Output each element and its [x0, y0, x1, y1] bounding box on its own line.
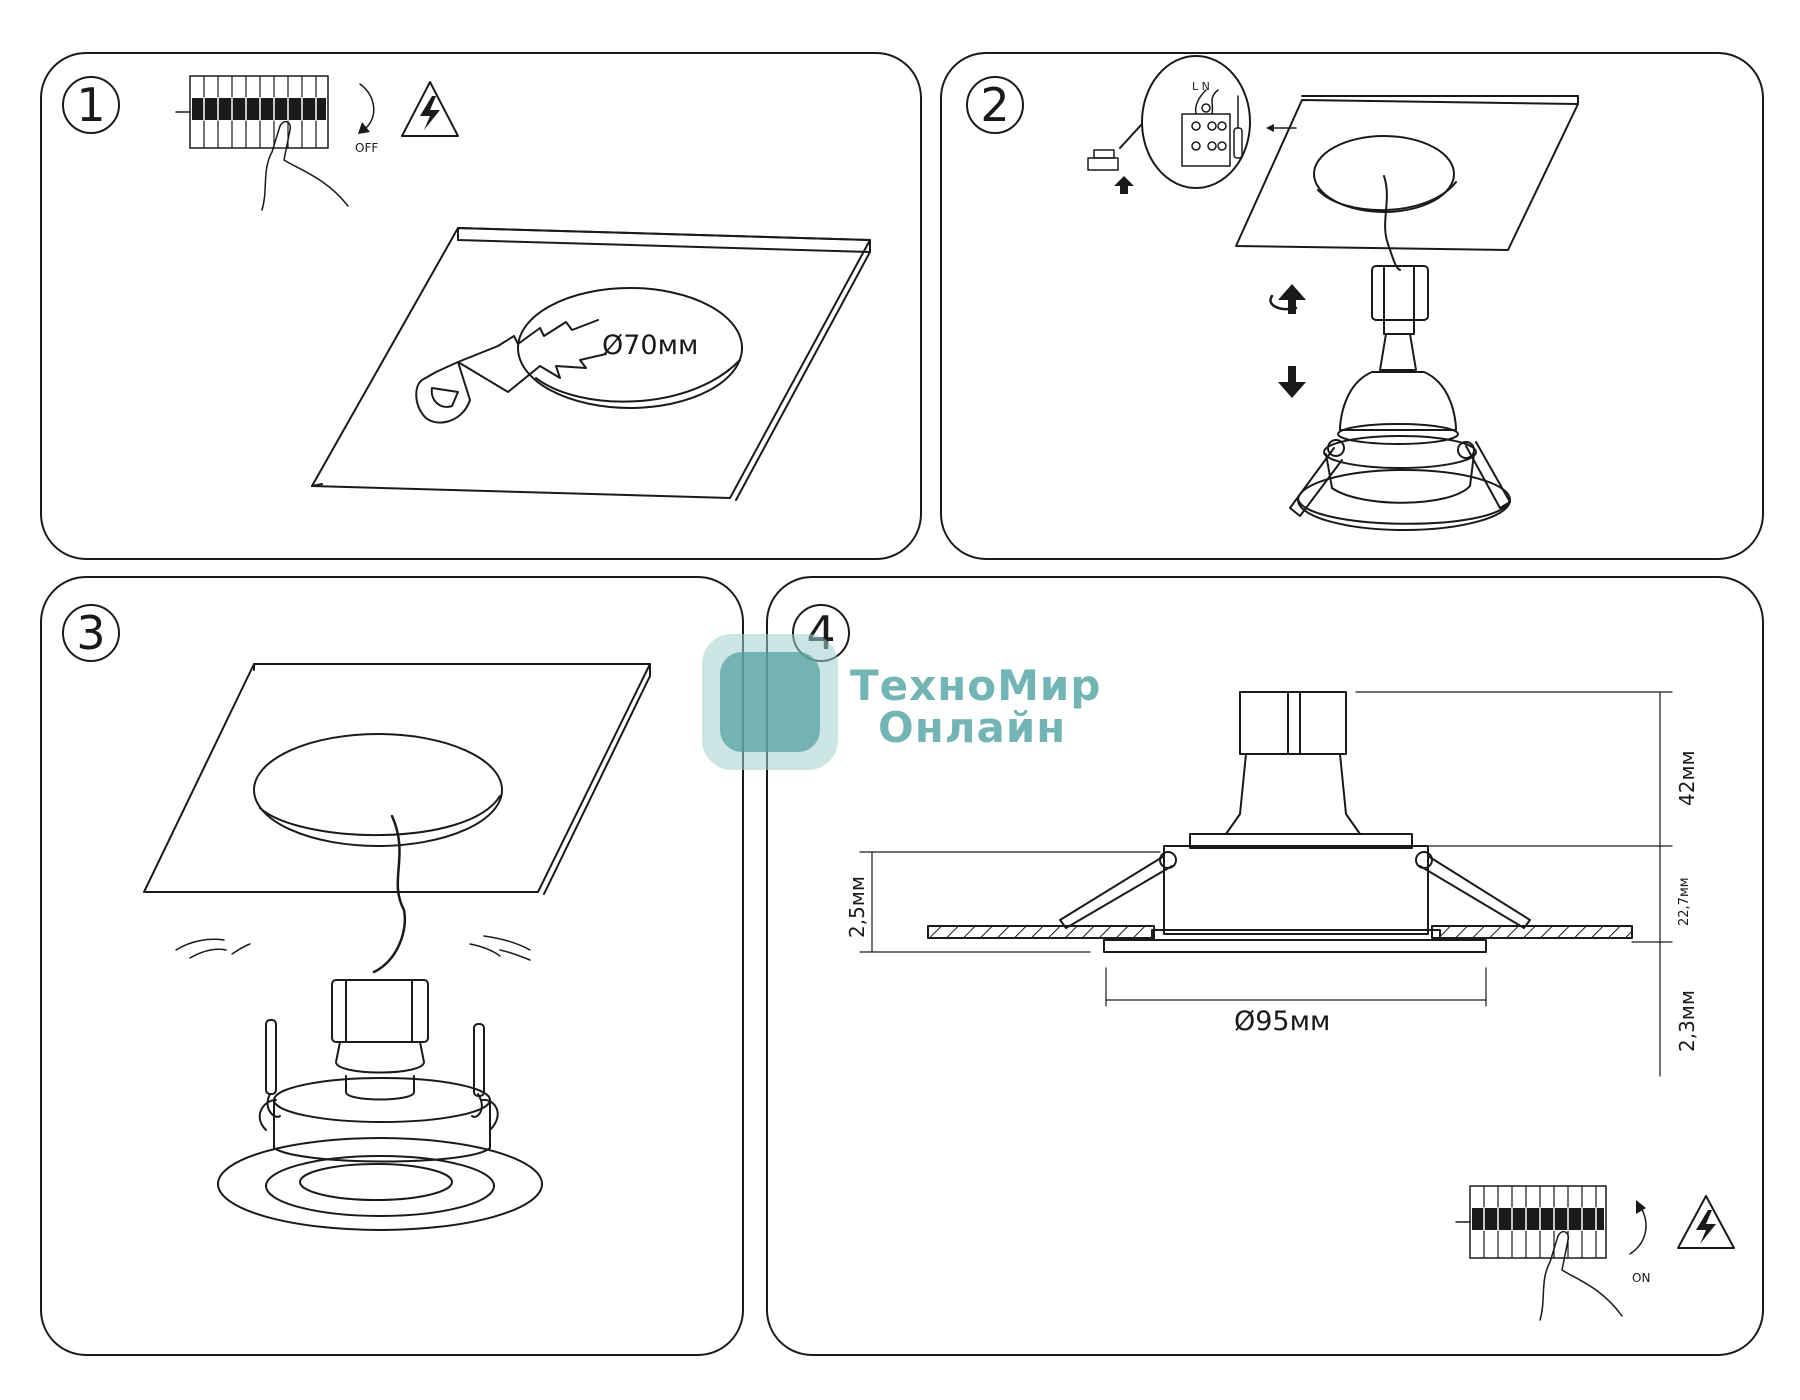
- rotate-arrow-icon: [359, 83, 375, 129]
- connector-cap: [1371, 265, 1429, 335]
- switch-off-label: OFF: [355, 141, 378, 155]
- switch-on-label: ON: [1632, 1271, 1650, 1285]
- saw-icon: [415, 319, 607, 424]
- high-voltage-warning-icon: [401, 81, 459, 137]
- watermark-line-2: Онлайн: [878, 703, 1067, 752]
- step-panel-2: [940, 52, 1764, 560]
- cut-diameter-label: Ø70мм: [602, 330, 698, 361]
- hand-icon: [1539, 1230, 1623, 1321]
- arrow-up-icon: [1114, 176, 1134, 194]
- terminal-block-icon: [1181, 89, 1231, 167]
- circuit-breaker-icon: [1455, 1185, 1607, 1259]
- terminal-labels: L N: [1192, 80, 1210, 93]
- rotate-arrow-icon: [1269, 284, 1306, 314]
- step-number-2: 2: [966, 76, 1024, 134]
- dim-ring-label: 2,5мм: [845, 876, 869, 938]
- rotate-arrow-icon: [1629, 1205, 1647, 1255]
- dim-diameter-label: Ø95мм: [1234, 1006, 1330, 1037]
- high-voltage-warning-icon: [1677, 1195, 1735, 1249]
- wiring-detail: L N: [1087, 55, 1297, 194]
- ceiling-plate: [311, 227, 871, 501]
- cut-hole: [517, 287, 743, 409]
- step-number-3: 3: [62, 604, 120, 662]
- dim-top-height-label: 42мм: [1675, 750, 1699, 806]
- watermark-line-1: ТехноМир: [850, 661, 1102, 710]
- fixture-profile: [1059, 691, 1531, 953]
- arrow-down-icon: [1278, 366, 1306, 398]
- dimension-lines: [859, 691, 1673, 1077]
- step-panel-3: [40, 576, 744, 1356]
- step-panel-1: [40, 52, 922, 560]
- ceiling-section-left: [927, 925, 1155, 939]
- ceiling-plate: [1235, 95, 1579, 251]
- ceiling-section-right: [1431, 925, 1633, 939]
- lamp-assembly: [1289, 333, 1511, 531]
- watermark-logo-icon: [702, 634, 838, 770]
- circuit-breaker-icon: [175, 75, 329, 149]
- screwdriver-icon: [1233, 95, 1243, 159]
- motion-lines: [175, 935, 531, 961]
- dim-bottom-label: 2,3мм: [1675, 990, 1699, 1052]
- installed-fixture: [217, 979, 543, 1231]
- hand-icon: [261, 120, 349, 211]
- ceiling-plate: [143, 663, 651, 895]
- dim-body-height-label: 22,7мм: [1677, 877, 1692, 926]
- step-number-1: 1: [62, 76, 120, 134]
